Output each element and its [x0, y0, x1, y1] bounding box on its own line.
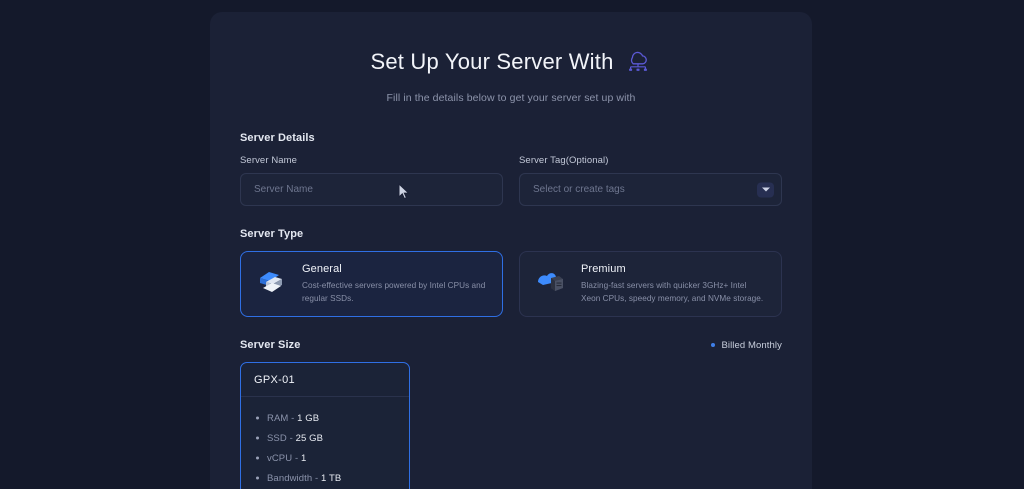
plan-specs: RAM - 1 GB SSD - 25 GB vCPU - 1 Bandwidt…	[241, 397, 409, 489]
server-name-input[interactable]	[240, 173, 503, 206]
chevron-down-icon[interactable]	[757, 182, 774, 197]
server-type-description: Cost-effective servers powered by Intel …	[302, 281, 486, 303]
server-type-card-premium[interactable]: Premium Blazing-fast servers with quicke…	[519, 251, 782, 318]
server-type-title: Server Type	[240, 228, 304, 240]
billing-period-toggle[interactable]: Billed Monthly	[711, 340, 782, 351]
server-name-field: Server Name	[240, 155, 503, 206]
plan-spec-ram: RAM - 1 GB	[267, 408, 396, 428]
plan-spec-ssd: SSD - 25 GB	[267, 428, 396, 448]
plan-spec-vcpu: vCPU - 1	[267, 448, 396, 468]
server-size-card-gpx-01[interactable]: GPX-01 RAM - 1 GB SSD - 25 GB vCPU - 1 B…	[240, 362, 410, 489]
server-type-name: General	[302, 263, 342, 275]
setup-server-panel: Set Up Your Server With Fill in the deta…	[210, 12, 812, 489]
server-type-card-general[interactable]: General Cost-effective servers powered b…	[240, 251, 503, 318]
cloud-network-icon	[624, 46, 652, 78]
server-details-section: Server Details Server Name Server Tag(Op…	[240, 132, 782, 206]
server-cloud-icon	[255, 266, 289, 303]
page-subtitle: Fill in the details below to get your se…	[386, 92, 636, 104]
server-details-title: Server Details	[240, 132, 315, 144]
plan-name: GPX-01	[241, 363, 409, 398]
server-size-title: Server Size	[240, 339, 301, 352]
server-size-section: Server Size Billed Monthly GPX-01 RAM - …	[240, 339, 782, 489]
billing-period-label: Billed Monthly	[721, 339, 782, 351]
server-type-name: Premium	[581, 263, 626, 275]
server-type-section: Server Type General	[240, 228, 782, 318]
server-tag-input[interactable]	[519, 173, 782, 206]
page-title: Set Up Your Server With	[240, 46, 782, 78]
plan-spec-bandwidth: Bandwidth - 1 TB	[267, 468, 396, 488]
server-tag-label: Server Tag(Optional)	[519, 155, 609, 166]
page-title-text: Set Up Your Server With	[370, 49, 614, 74]
server-tag-field: Server Tag(Optional)	[519, 155, 782, 206]
server-name-label: Server Name	[240, 155, 298, 166]
billing-selected-dot	[711, 343, 716, 348]
server-premium-icon	[534, 266, 568, 303]
server-type-description: Blazing-fast servers with quicker 3GHz+ …	[581, 281, 764, 303]
